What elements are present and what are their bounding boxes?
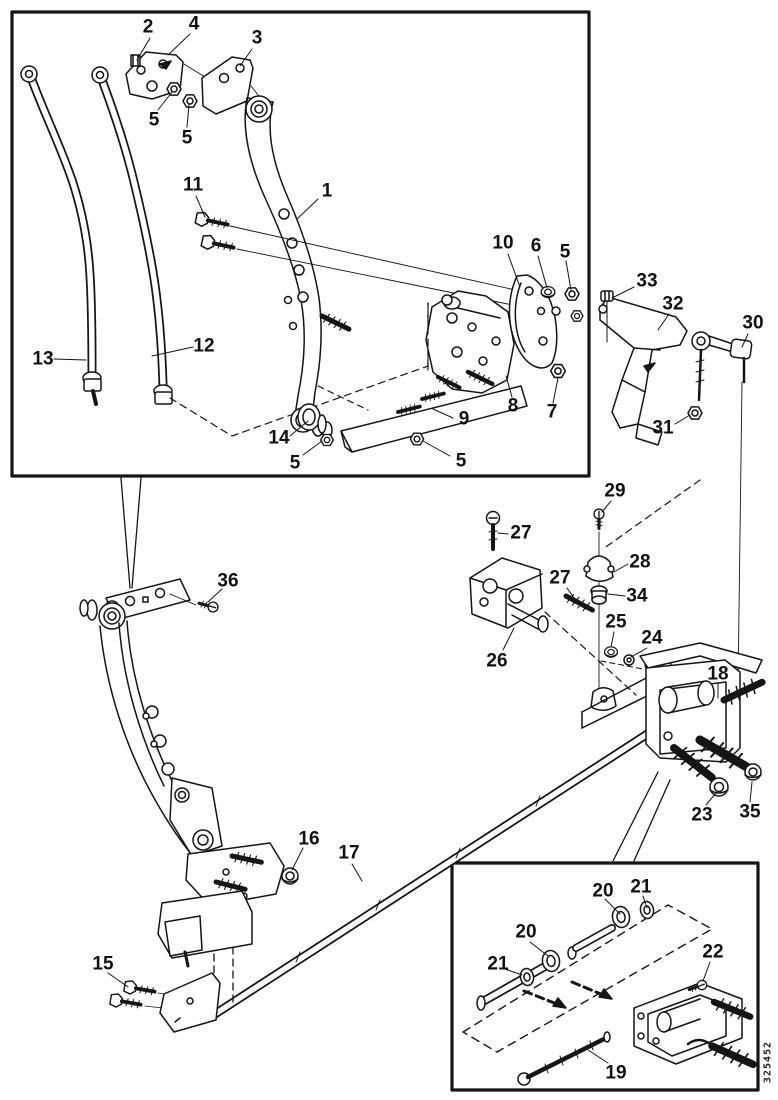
- part-8-bracket: [425, 290, 515, 394]
- part-12-rod: [91, 66, 429, 437]
- part-26-bracket: [469, 557, 637, 696]
- inset-bushing-kit: [476, 899, 656, 1011]
- part-6-5-7-nuts: [540, 285, 584, 379]
- leader-lines: [53, 33, 753, 1064]
- part-17-rod: [207, 726, 657, 1021]
- part-30-link: [602, 331, 753, 689]
- part-15-bolts-plate: [107, 972, 221, 1033]
- part-23-bolt: [669, 742, 729, 797]
- detail-pointer-lines-inset: [612, 771, 671, 862]
- part-2-bolt: [130, 54, 141, 67]
- part-32-bracket: [598, 296, 688, 446]
- part-19-bolt: [517, 1031, 611, 1086]
- top-detail-box: [10, 10, 591, 478]
- inset-bracket: [633, 982, 756, 1071]
- part-27-bolt-mid: [564, 592, 595, 615]
- part-14-bushing: [297, 403, 334, 447]
- part-28-clamp: [585, 555, 614, 582]
- drawing-number: 325452: [762, 1040, 774, 1084]
- detail-pointer-lines-top: [120, 477, 142, 589]
- part-1-lever: [244, 95, 369, 439]
- clamp-column: [583, 531, 617, 711]
- part-18-bracket: [581, 642, 765, 763]
- part-11-bolts: [192, 209, 553, 314]
- part-36-screw: [169, 593, 221, 615]
- part-10-bracket: [508, 274, 558, 369]
- part-3-bracket: [201, 56, 271, 115]
- part-33-bolt: [600, 290, 614, 343]
- part-27-bolt-top: [485, 510, 501, 551]
- lower-lever-assembly: [79, 578, 285, 1015]
- part-13-rod: [20, 65, 102, 406]
- inset-dashed-outline: [462, 904, 713, 1053]
- part-16-nut: [281, 867, 299, 885]
- part-25-nut: [603, 646, 619, 658]
- part-31-nut: [687, 406, 703, 420]
- part-34-insulator: [590, 585, 608, 605]
- part-9-bar: [340, 385, 528, 453]
- part-21-washer-right: [638, 899, 656, 921]
- inset-detail-box: [450, 861, 760, 1092]
- part-35-bolt: [696, 732, 762, 781]
- part-5-nuts-top: [166, 82, 198, 108]
